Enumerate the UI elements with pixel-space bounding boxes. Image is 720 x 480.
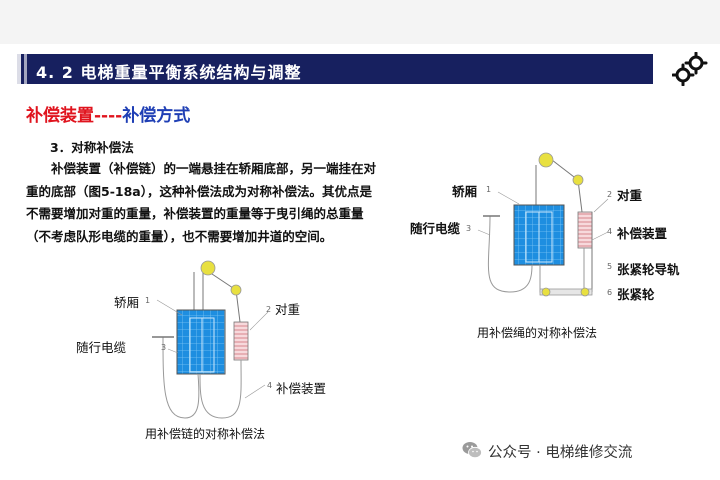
tension-wheel: [541, 287, 551, 297]
label-car-right: 轿厢: [452, 184, 478, 199]
method-title: 3．对称补偿法: [50, 140, 134, 155]
label-tension-wheel-right: 张紧轮: [617, 287, 655, 302]
diagram-left: [152, 260, 269, 419]
caption-right: 用补偿绳的对称补偿法: [477, 326, 598, 340]
number-tension-wheel-right: 6: [607, 288, 613, 297]
watermark-text: 公众号 · 电梯维修交流: [488, 445, 633, 461]
number-counterweight-left: 2: [266, 305, 272, 314]
car: [176, 309, 226, 375]
number-cable-left: 3: [161, 343, 167, 352]
traction-sheave: [538, 152, 554, 168]
number-counterweight-right: 2: [607, 190, 613, 199]
diagram-right: [477, 152, 609, 297]
compensation-chain: [199, 359, 242, 419]
caption-left: 用补偿链的对称补偿法: [145, 427, 266, 441]
page-title: 4. 2 电梯重量平衡系统结构与调整: [36, 63, 302, 82]
diverter-sheave: [572, 174, 584, 186]
top-band: [0, 0, 720, 44]
label-cable-left: 随行电缆: [76, 340, 127, 355]
header-stripe: [24, 54, 27, 84]
tension-wheel: [580, 287, 590, 297]
number-tension-rail-right: 5: [607, 262, 613, 271]
traveling-cable: [487, 215, 533, 293]
tension-wheel-rail: [539, 288, 593, 296]
number-car-left: 1: [145, 296, 151, 305]
diverter-sheave: [230, 284, 242, 296]
label-compensation-right: 补偿装置: [617, 226, 668, 241]
number-car-right: 1: [486, 185, 492, 194]
subtitle-left: 补偿装置: [26, 106, 94, 126]
label-car-left: 轿厢: [114, 295, 140, 310]
counterweight: [577, 211, 593, 249]
number-compensation-left: 4: [267, 381, 273, 390]
label-compensation-left: 补偿装置: [276, 381, 327, 396]
header-bar: [17, 54, 653, 84]
label-tension-rail-right: 张紧轮导轨: [617, 262, 680, 277]
header-stripe: [17, 54, 21, 84]
gear-icon: [672, 52, 708, 86]
number-compensation-right: 4: [607, 227, 613, 236]
wechat-icon: [462, 442, 482, 459]
label-cable-right: 随行电缆: [410, 221, 461, 236]
section-subtitle: 补偿装置----补偿方式: [26, 101, 190, 126]
label-counterweight-left: 对重: [275, 302, 301, 317]
counterweight: [233, 321, 249, 361]
description-paragraph: 补偿装置（补偿链）的一端悬挂在轿厢底部，另一端挂在对重的底部（图5-18a），这…: [26, 161, 377, 244]
traction-sheave: [200, 260, 216, 276]
label-counterweight-right: 对重: [617, 188, 643, 203]
number-cable-right: 3: [466, 224, 472, 233]
subtitle-right: 补偿方式: [122, 106, 191, 126]
traveling-cable: [162, 336, 200, 419]
subtitle-dashes: ----: [94, 106, 123, 126]
